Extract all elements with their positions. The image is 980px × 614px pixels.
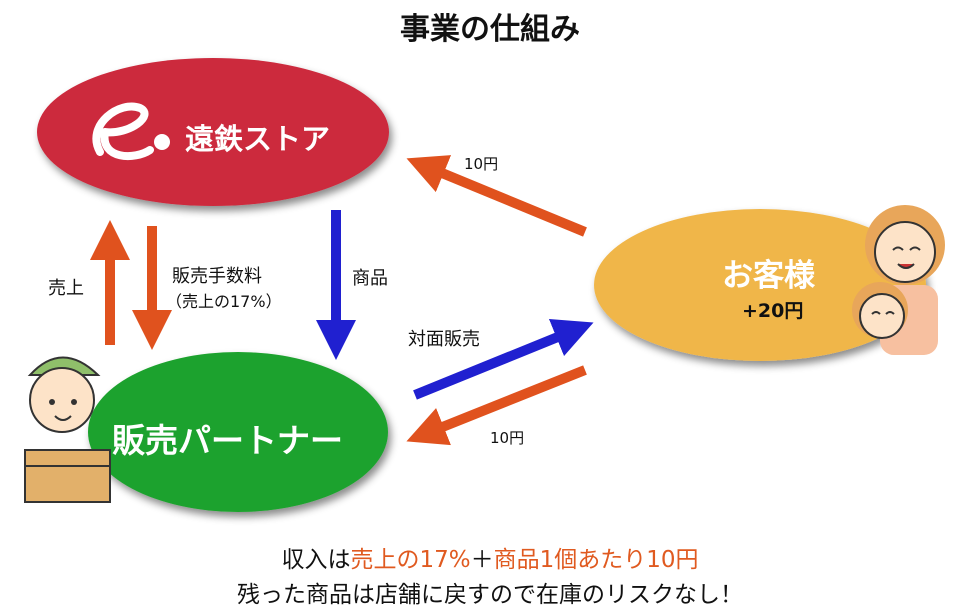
footer-highlight-b: 商品1個あたり10円 bbox=[493, 547, 699, 573]
footer-line-1: 収入は売上の17%＋商品1個あたり10円 bbox=[0, 540, 980, 574]
fee-label: 販売手数料 bbox=[172, 266, 262, 287]
goods-label: 商品 bbox=[352, 268, 388, 289]
customer-sub: +20円 bbox=[742, 300, 804, 322]
face-to-face-label: 対面販売 bbox=[408, 329, 480, 350]
customer-to-partner-arrow bbox=[406, 365, 587, 446]
customer-label: お客様 bbox=[722, 258, 815, 294]
fee-note: （売上の17%） bbox=[166, 292, 282, 311]
to-store-amount: 10円 bbox=[464, 155, 499, 173]
to-partner-amount: 10円 bbox=[490, 429, 525, 447]
partner-person-illustration bbox=[24, 356, 111, 503]
customer-to-store-arrow bbox=[406, 155, 587, 237]
footer-plus: ＋ bbox=[470, 547, 494, 573]
customer-family-illustration bbox=[852, 205, 945, 355]
face-to-face-arrow bbox=[413, 318, 594, 400]
partner-ellipse bbox=[88, 352, 388, 512]
footer-line-2: 残った商品は店舗に戻すので在庫のリスクなし！ bbox=[237, 582, 743, 608]
store-logo-text: 遠鉄ストア bbox=[185, 122, 331, 156]
partner-label: 販売パートナー bbox=[112, 421, 343, 460]
footer-prefix: 収入は bbox=[281, 547, 351, 573]
sales-label: 売上 bbox=[48, 278, 84, 299]
footer-highlight-a: 売上の17% bbox=[350, 547, 471, 573]
page-title: 事業の仕組み bbox=[400, 12, 580, 47]
store-logo-mark bbox=[92, 102, 170, 161]
store-ellipse bbox=[37, 58, 389, 206]
customer-ellipse bbox=[594, 209, 926, 361]
